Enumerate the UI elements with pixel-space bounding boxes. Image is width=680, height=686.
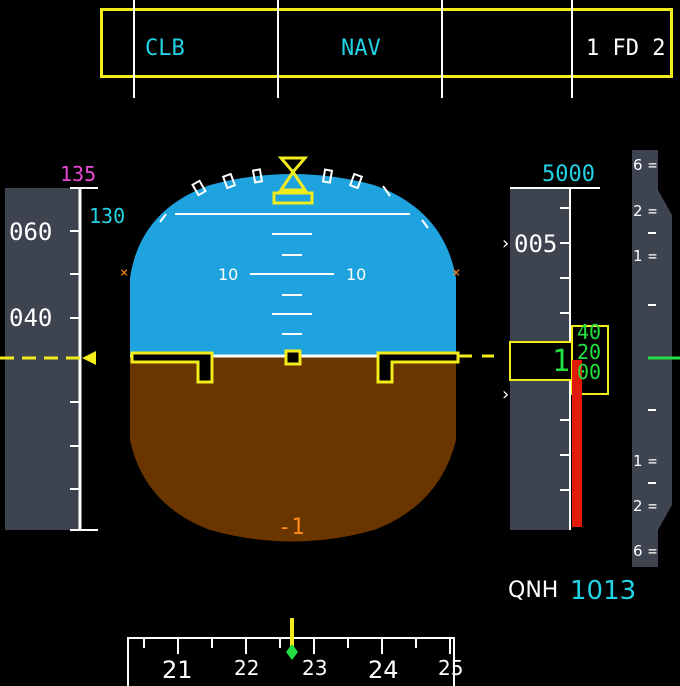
vsi-tick-mark: = bbox=[648, 497, 658, 515]
altitude-readout-window bbox=[509, 341, 573, 381]
heading-ticks bbox=[143, 638, 451, 654]
fma-vertical-mode: CLB bbox=[145, 36, 185, 61]
pitch-label-left: 10 bbox=[218, 265, 239, 284]
selected-altitude: 5000 bbox=[542, 162, 595, 187]
pitch-label-right: 10 bbox=[346, 265, 367, 284]
fma-divider bbox=[277, 0, 279, 98]
ground bbox=[130, 356, 456, 542]
ground-reference-bar bbox=[572, 360, 582, 527]
vsi-label-1-down: 1 bbox=[633, 452, 643, 470]
heading-label-23: 23 bbox=[302, 656, 328, 680]
svg-text:×: × bbox=[120, 265, 128, 281]
altitude-label-005: 005 bbox=[514, 230, 558, 258]
altitude-current-digit: 1 bbox=[552, 344, 571, 379]
vsi-label-2-up: 2 bbox=[633, 202, 643, 220]
heading-label-25: 25 bbox=[438, 656, 464, 680]
baro-value: 1013 bbox=[570, 576, 637, 606]
aircraft-symbol bbox=[130, 349, 460, 384]
heading-label-24: 24 bbox=[368, 656, 399, 684]
pitch-ladder bbox=[250, 233, 334, 335]
vsi-label-6-up: 6 bbox=[633, 156, 643, 174]
sky bbox=[130, 174, 456, 356]
vsi-tick-mark: = bbox=[648, 156, 658, 174]
vsi-label-2-down: 2 bbox=[633, 497, 643, 515]
vsi-label-6-down: 6 bbox=[633, 542, 643, 560]
altitude-ticks bbox=[560, 207, 570, 491]
fma-divider bbox=[571, 0, 573, 98]
slip-value: -1 bbox=[278, 515, 305, 540]
speed-label-040: 040 bbox=[9, 304, 53, 332]
bank-scale bbox=[159, 168, 429, 229]
heading-label-21: 21 bbox=[162, 656, 193, 684]
fma-divider bbox=[133, 0, 135, 98]
fma-frame bbox=[100, 8, 673, 78]
altitude-drum-digit: 00 bbox=[577, 360, 602, 384]
roll-index-pointer bbox=[272, 156, 314, 205]
speed-label-060: 060 bbox=[9, 218, 53, 246]
altitude-marker-arrow: › bbox=[500, 384, 511, 405]
vsi-tick-mark: = bbox=[648, 202, 658, 220]
speed-ticks bbox=[70, 230, 80, 490]
svg-text:×: × bbox=[452, 265, 460, 281]
vsi-tick-mark: = bbox=[648, 247, 658, 265]
altitude-drum-digit: 20 bbox=[577, 340, 602, 364]
heading-label-22: 22 bbox=[234, 656, 260, 680]
altitude-marker-arrow: › bbox=[500, 233, 511, 254]
speed-trend-label: 130 bbox=[89, 204, 126, 228]
vsi-tick-mark: = bbox=[648, 452, 658, 470]
fma-divider bbox=[441, 0, 443, 98]
sidestick-markers: × × bbox=[120, 265, 460, 281]
speed-index-triangle bbox=[82, 351, 96, 365]
fma-lateral-mode: NAV bbox=[341, 36, 381, 61]
track-diamond bbox=[286, 644, 298, 660]
altitude-drum-digit: 40 bbox=[577, 320, 602, 344]
speed-target: 135 bbox=[60, 162, 97, 186]
vsi-ticks bbox=[648, 232, 656, 484]
baro-label: QNH bbox=[508, 578, 559, 603]
vsi-label-1-up: 1 bbox=[633, 247, 643, 265]
vsi-tick-mark: = bbox=[648, 542, 658, 560]
fma-fd-status: 1 FD 2 bbox=[586, 36, 666, 61]
